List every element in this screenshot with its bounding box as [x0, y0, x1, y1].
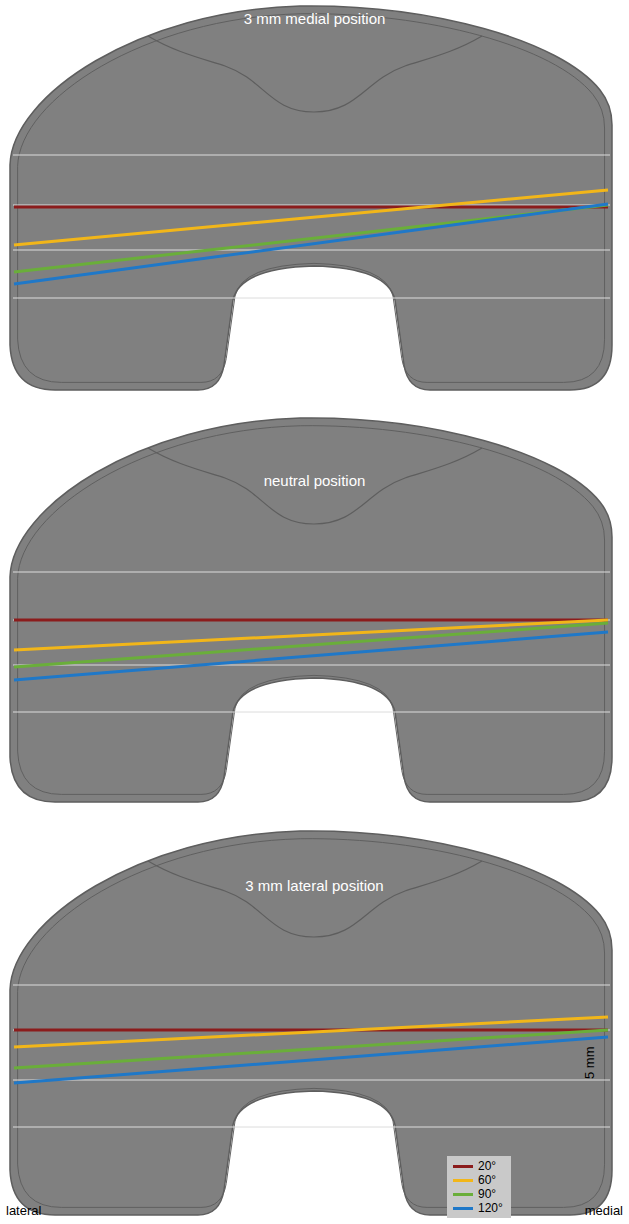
contact-line: [14, 632, 608, 680]
scale-label: 5 mm: [582, 1047, 597, 1080]
contact-line: [14, 204, 608, 284]
legend-swatch: [453, 1165, 473, 1168]
insert-outline: [10, 418, 612, 802]
insert-outline: [0, 412, 629, 807]
contact-line: [14, 206, 608, 209]
legend-row: 20°: [453, 1159, 503, 1173]
side-label: medial: [585, 1203, 623, 1218]
grid-line: [13, 985, 610, 986]
position-label: neutral position: [240, 472, 390, 490]
insert-rim: [18, 426, 605, 795]
grid-line: [13, 250, 610, 251]
legend-swatch: [453, 1207, 473, 1210]
grid-line: [13, 155, 610, 156]
anterior-notch: [148, 861, 482, 937]
tibial-insert: 3 mm lateral position: [0, 825, 629, 1220]
grid-line: [13, 665, 610, 666]
grid-line: [13, 298, 610, 299]
position-label: 3 mm medial position: [240, 10, 390, 28]
legend-text: 90°: [478, 1187, 496, 1201]
grid-line: [13, 1030, 610, 1031]
contact-line: [14, 1037, 608, 1083]
tibial-insert: neutral position: [0, 412, 629, 807]
legend-text: 60°: [478, 1173, 496, 1187]
contact-line: [14, 1030, 608, 1068]
grid-line: [13, 572, 610, 573]
grid-line: [13, 620, 610, 621]
legend-text: 20°: [478, 1159, 496, 1173]
legend-row: 120°: [453, 1201, 503, 1215]
contact-line: [14, 623, 608, 667]
anterior-notch: [148, 36, 482, 112]
contact-line: [14, 619, 608, 622]
grid-line: [13, 712, 610, 713]
side-label: lateral: [6, 1203, 41, 1218]
legend-row: 60°: [453, 1173, 503, 1187]
insert-outline: [0, 0, 629, 395]
legend-row: 90°: [453, 1187, 503, 1201]
insert-outline: [10, 6, 612, 390]
legend-swatch: [453, 1193, 473, 1196]
position-label: 3 mm lateral position: [240, 877, 390, 895]
grid-line: [13, 1080, 610, 1081]
legend-swatch: [453, 1179, 473, 1182]
tibial-insert: 3 mm medial position: [0, 0, 629, 395]
anterior-notch: [148, 448, 482, 524]
insert-outline: [10, 831, 612, 1215]
grid-line: [13, 205, 610, 206]
legend-text: 120°: [478, 1201, 503, 1215]
legend: 20°60°90°120°: [447, 1156, 511, 1218]
grid-line: [13, 1127, 610, 1128]
